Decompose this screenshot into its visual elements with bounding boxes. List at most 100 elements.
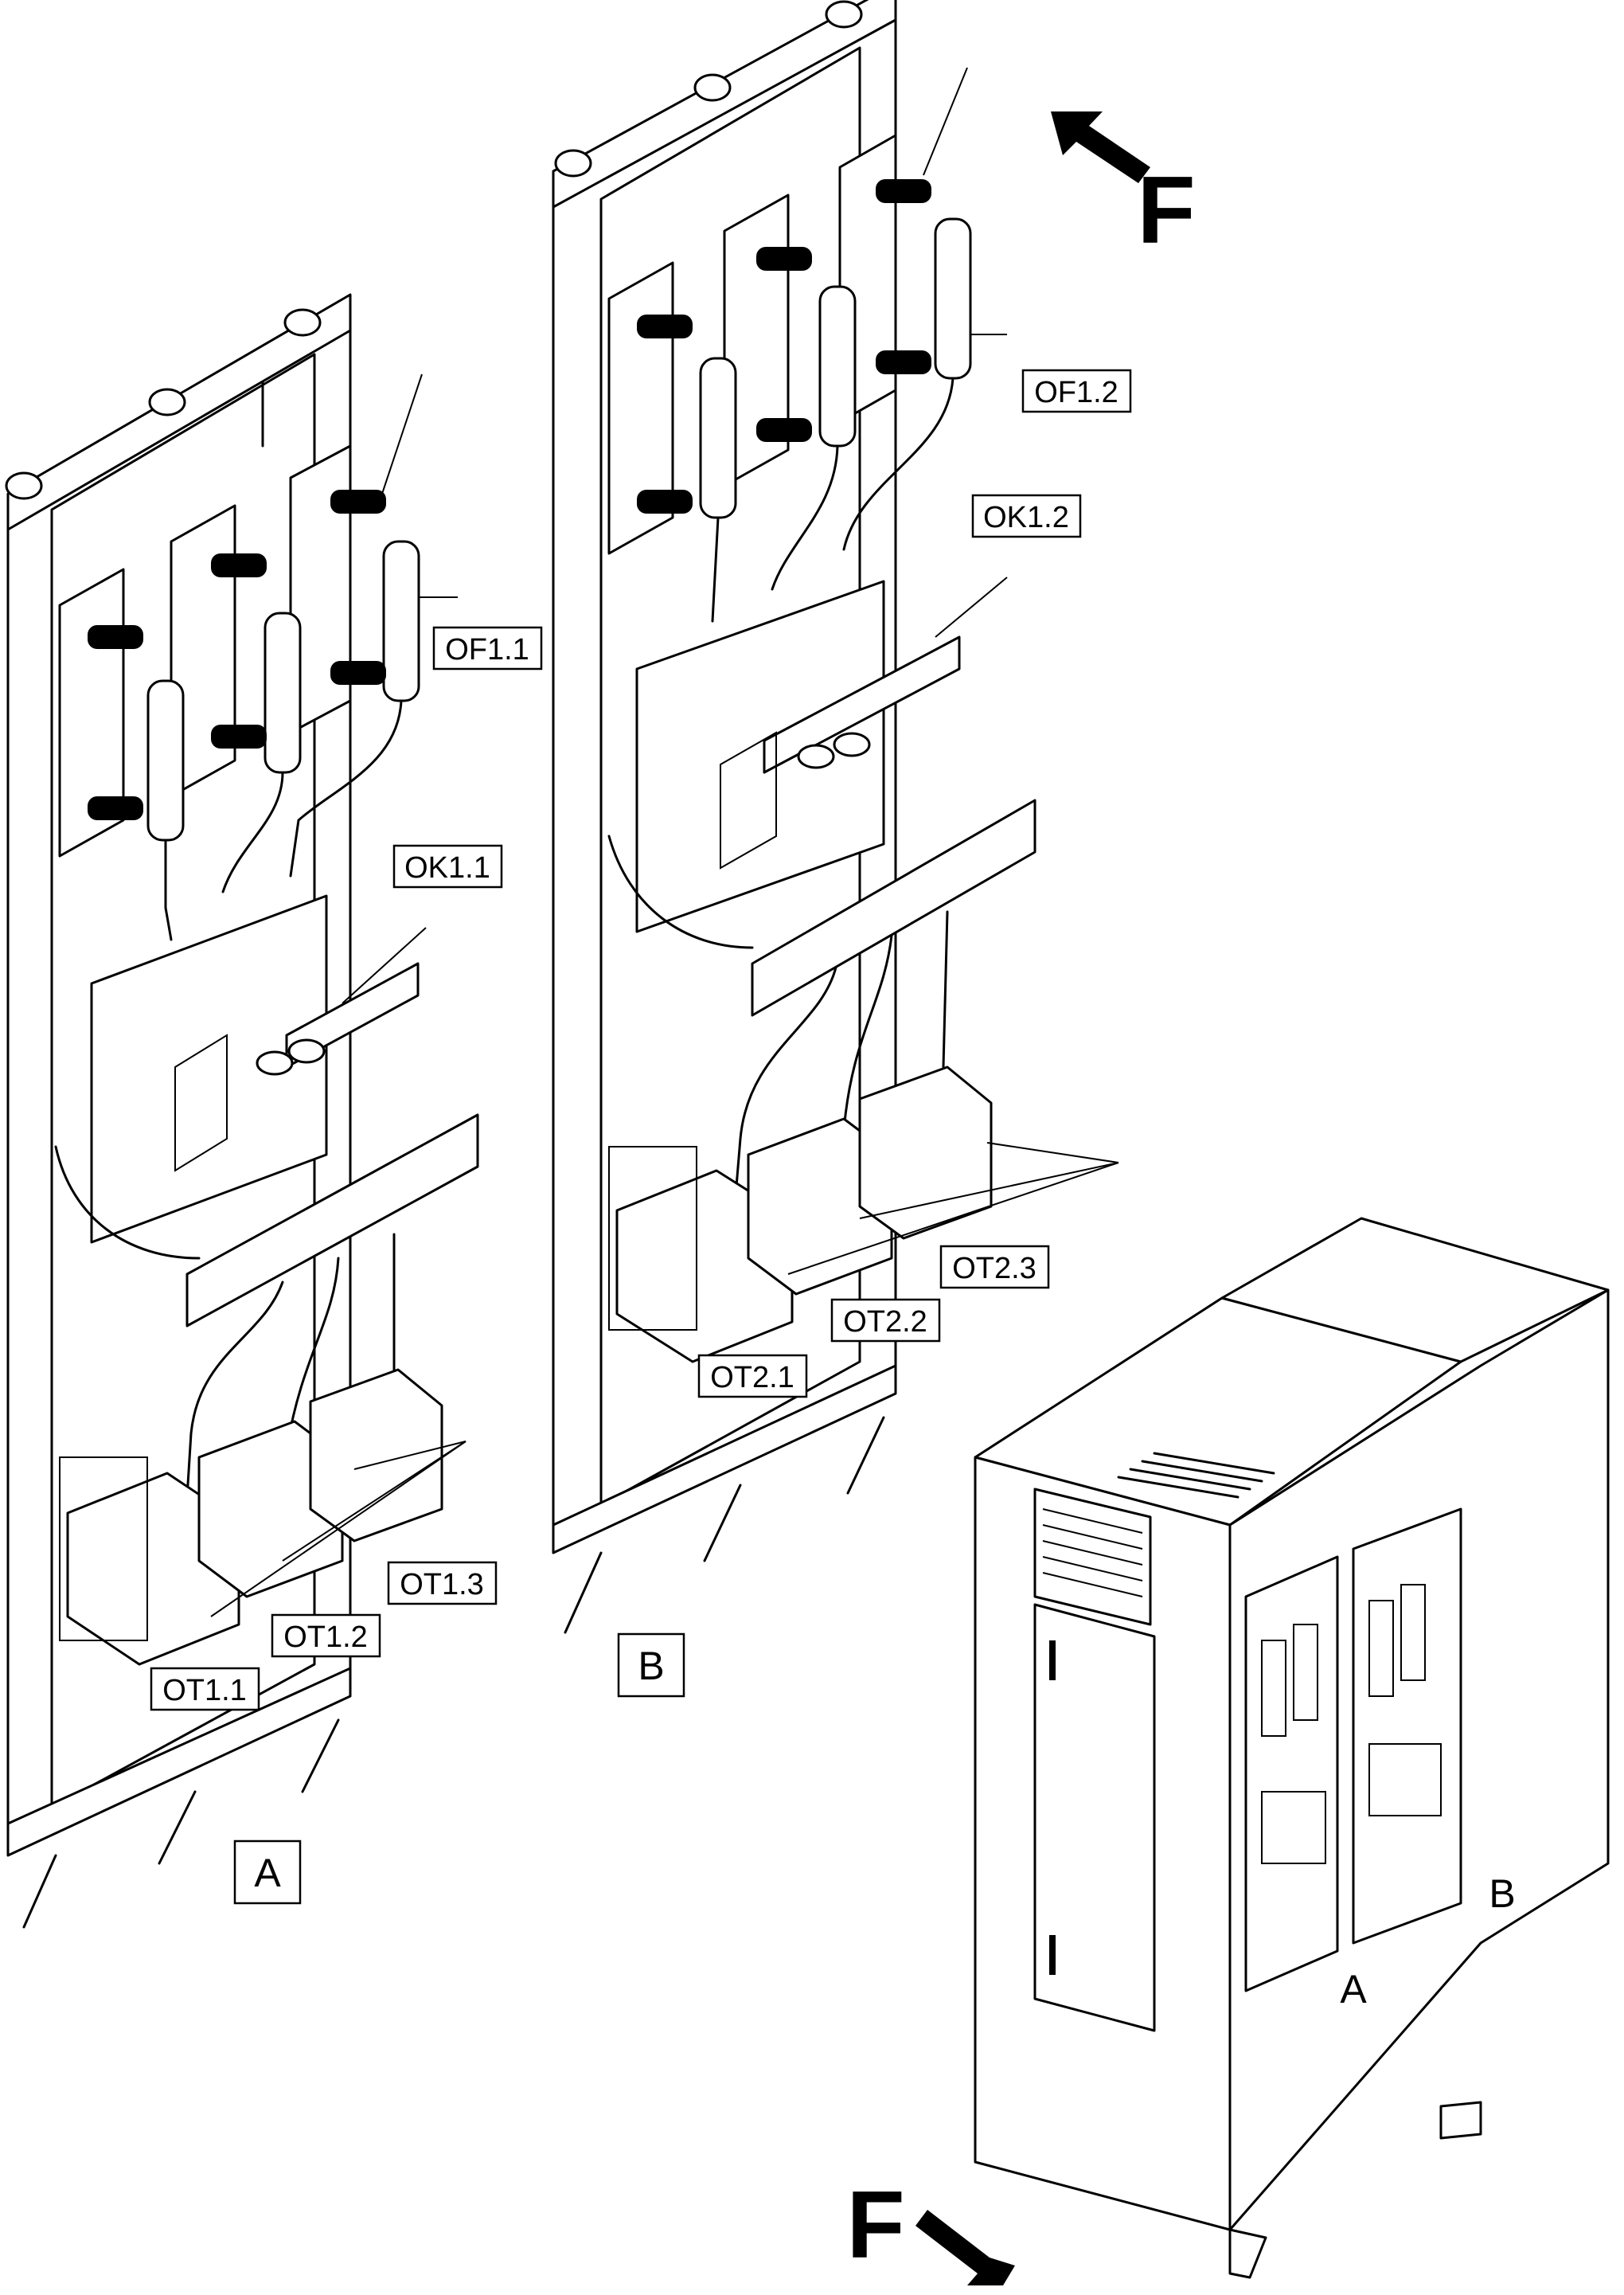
cabinet-door: [1033, 1603, 1156, 2032]
panel-b-contactor-tray: [751, 799, 1036, 1017]
panel-a-foot-3: [301, 1718, 340, 1793]
callout-of1-1-text: OF1.1: [445, 633, 529, 667]
panel-b-foot-3: [846, 1416, 885, 1495]
panel-b-ct-2: [747, 1117, 893, 1296]
callout-ot2-1: OT2.1: [697, 1354, 808, 1398]
callout-ot1-3: OT1.3: [387, 1561, 498, 1605]
panel-b-contactor-plate: [763, 635, 961, 774]
cabinet-vent-slats: [1042, 1508, 1143, 1597]
panel-b-contactor-body: [635, 580, 885, 933]
panel-a-ct-2: [197, 1420, 344, 1598]
callout-ot2-1-text: OT2.1: [710, 1361, 794, 1394]
callout-of1-2: OF1.2: [1021, 369, 1132, 413]
panel-a-contactor-tray: [185, 1113, 479, 1327]
cabinet: [974, 1217, 1610, 2279]
panel-a-fuse-2: [264, 612, 302, 774]
cabinet-door-handle-top: [1049, 1640, 1056, 1680]
panel-b-capacitor-1: [797, 744, 835, 769]
panel-b-cable-3: [842, 377, 954, 551]
panel-b-heatsink: [720, 731, 777, 870]
panel-b-top-cap: [552, 0, 897, 209]
cabinet-leg-side: [1439, 2101, 1482, 2140]
panel-a-cable-4: [185, 1280, 284, 1499]
panel-a-cable-2: [221, 771, 284, 893]
panel-b-base: [552, 1364, 897, 1554]
panel-a-top-boss-1: [5, 471, 43, 500]
cabinet-vent: [1033, 1488, 1152, 1626]
panel-a-contactor-arc: [54, 1145, 201, 1260]
panel-a-fuse-3: [382, 540, 420, 702]
view-label-b: B: [617, 1632, 685, 1698]
panel-a-capacitor-2: [287, 1038, 326, 1064]
panel-a-leader-ot-2: [282, 1441, 467, 1562]
panel-b-contactor-arc: [607, 835, 754, 949]
direction-arrow-bottom: [915, 2210, 1015, 2285]
panel-a-ct-3: [309, 1368, 443, 1542]
callout-ot1-1-text: OT1.1: [162, 1674, 247, 1707]
panel-a-leader-ot-3: [210, 1441, 467, 1617]
callout-ot2-3: OT2.3: [939, 1245, 1050, 1289]
cabinet-label-b: B: [1489, 1871, 1515, 1916]
panel-a-foot-2: [158, 1790, 197, 1865]
callout-ok1-2-text: OK1.2: [983, 501, 1069, 534]
panel-a-leader-of: [381, 373, 423, 495]
panel-b-leader-ot-1: [986, 1142, 1119, 1163]
panel-b: [552, 0, 1119, 1634]
panel-b-leader-of: [923, 67, 968, 176]
callout-ok1-2: OK1.2: [971, 494, 1082, 538]
panel-a-top-boss-2: [148, 388, 186, 416]
callout-ot1-1: OT1.1: [150, 1667, 260, 1711]
callout-ot1-2-text: OT1.2: [283, 1621, 368, 1654]
panel-b-leader-ot-3: [787, 1162, 1119, 1275]
panel-b-fuse-1: [699, 357, 737, 519]
panel-a-foot-1: [22, 1854, 57, 1929]
panel-a-capacitor-1: [256, 1050, 294, 1076]
panel-b-fuse-2: [818, 285, 857, 448]
panel-b-capacitor-2: [833, 732, 871, 757]
panel-b-foot-2: [703, 1484, 742, 1562]
arrow-top-icon: [1051, 111, 1150, 183]
cabinet-internal-components: [1261, 1584, 1442, 1864]
panel-a-top-boss-3: [283, 308, 322, 337]
panel-a-frame-inner: [50, 353, 316, 1809]
panel-a-cable-3: [289, 699, 403, 878]
cabinet-internal-frame-a: [1244, 1555, 1339, 1992]
panel-b-frame-inner: [599, 46, 861, 1507]
view-label-a: A: [233, 1840, 302, 1905]
callout-of1-2-text: OF1.2: [1034, 376, 1118, 409]
cabinet-door-handle-bottom: [1049, 1935, 1056, 1975]
panel-a-heatsink: [174, 1034, 228, 1172]
direction-letter-bottom: F: [846, 2172, 904, 2278]
cabinet-internal-frame-b: [1352, 1507, 1462, 1945]
panel-b-cable-5: [842, 934, 893, 1132]
callout-ok1-1-text: OK1.1: [404, 851, 490, 885]
panel-a-leader-ot-1: [353, 1441, 467, 1470]
panel-b-foot-1: [564, 1551, 603, 1634]
panel-a-contactor-body: [90, 894, 328, 1244]
view-label-b-text: B: [638, 1644, 664, 1688]
callout-ot2-3-text: OT2.3: [952, 1252, 1036, 1285]
panel-b-fuse-3: [934, 217, 972, 380]
arrow-bottom-icon: [915, 2210, 1015, 2285]
callout-ot1-3-text: OT1.3: [400, 1568, 484, 1601]
cabinet-leg-front: [1228, 2228, 1267, 2279]
panel-b-cable-1: [711, 516, 720, 623]
panel-b-insulators: [637, 179, 931, 514]
cabinet-label-a: A: [1340, 1967, 1367, 2012]
panel-b-cable-4: [735, 966, 837, 1188]
panel-b-top-boss-1: [554, 149, 592, 178]
panel-a-ct-1: [66, 1472, 240, 1666]
panel-b-leader-ot-2: [859, 1162, 1119, 1219]
callout-ok1-1: OK1.1: [392, 844, 503, 889]
panel-b-top-boss-2: [693, 73, 732, 102]
panel-b-ct-bracket: [608, 1146, 697, 1331]
panel-a-insulators: [88, 490, 386, 820]
callout-ot2-2: OT2.2: [830, 1298, 941, 1343]
callout-ot2-2-text: OT2.2: [843, 1305, 927, 1339]
panel-a-base: [6, 1667, 352, 1857]
cabinet-roof-bars: [1117, 1452, 1275, 1499]
panel-b-cable-2: [771, 444, 839, 591]
panel-a-cable-1: [164, 839, 173, 941]
callout-ot1-2: OT1.2: [271, 1613, 381, 1658]
direction-letter-top: F: [1137, 157, 1195, 264]
